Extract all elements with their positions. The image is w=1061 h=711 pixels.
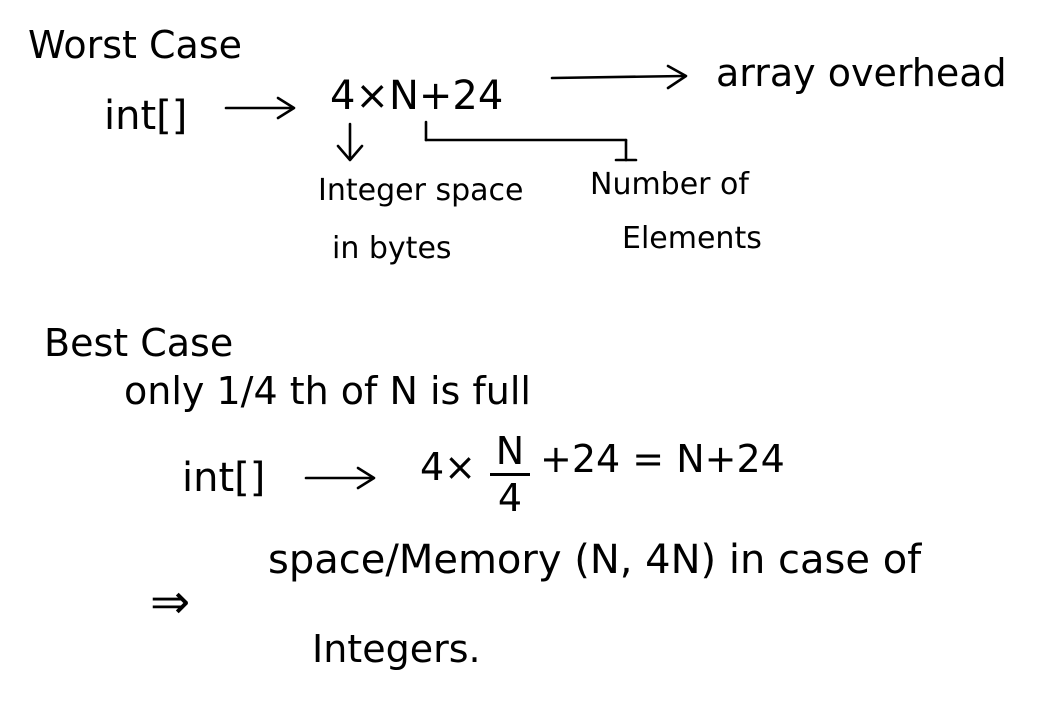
best-case-int-array-label: int[] [182, 455, 266, 501]
overhead-arrow [550, 64, 688, 90]
worst-case-int-array-label: int[] [104, 93, 188, 139]
best-case-heading: Best Case [44, 321, 234, 365]
best-case-expression-suffix: +24 = N+24 [540, 437, 785, 481]
fraction-bar [490, 473, 530, 476]
number-of-elements-label-line2: Elements [622, 221, 762, 256]
conclusion-line1: space/Memory (N, 4N) in case of [268, 537, 922, 583]
fraction-numerator: N [495, 429, 525, 473]
best-case-maps-to-arrow [304, 466, 376, 490]
fraction-denominator: 4 [497, 476, 523, 520]
implies-symbol: ⇒ [150, 574, 191, 630]
worst-case-expression: 4×N+24 [330, 73, 504, 119]
best-case-fraction: N 4 [490, 432, 530, 517]
worst-case-heading: Worst Case [28, 23, 242, 67]
integer-space-label-line1: Integer space [318, 173, 524, 208]
integer-space-label-line2: in bytes [332, 231, 452, 266]
number-of-elements-label-line1: Number of [590, 167, 749, 202]
best-case-note: only 1/4 th of N is full [124, 369, 531, 413]
number-of-elements-bracket-arrow [424, 120, 638, 162]
worst-case-maps-to-arrow [224, 96, 296, 120]
conclusion-line2: Integers. [312, 627, 481, 671]
best-case-expression-prefix: 4× [420, 445, 477, 489]
integer-space-down-arrow [336, 122, 364, 162]
array-overhead-label: array overhead [716, 51, 1007, 95]
